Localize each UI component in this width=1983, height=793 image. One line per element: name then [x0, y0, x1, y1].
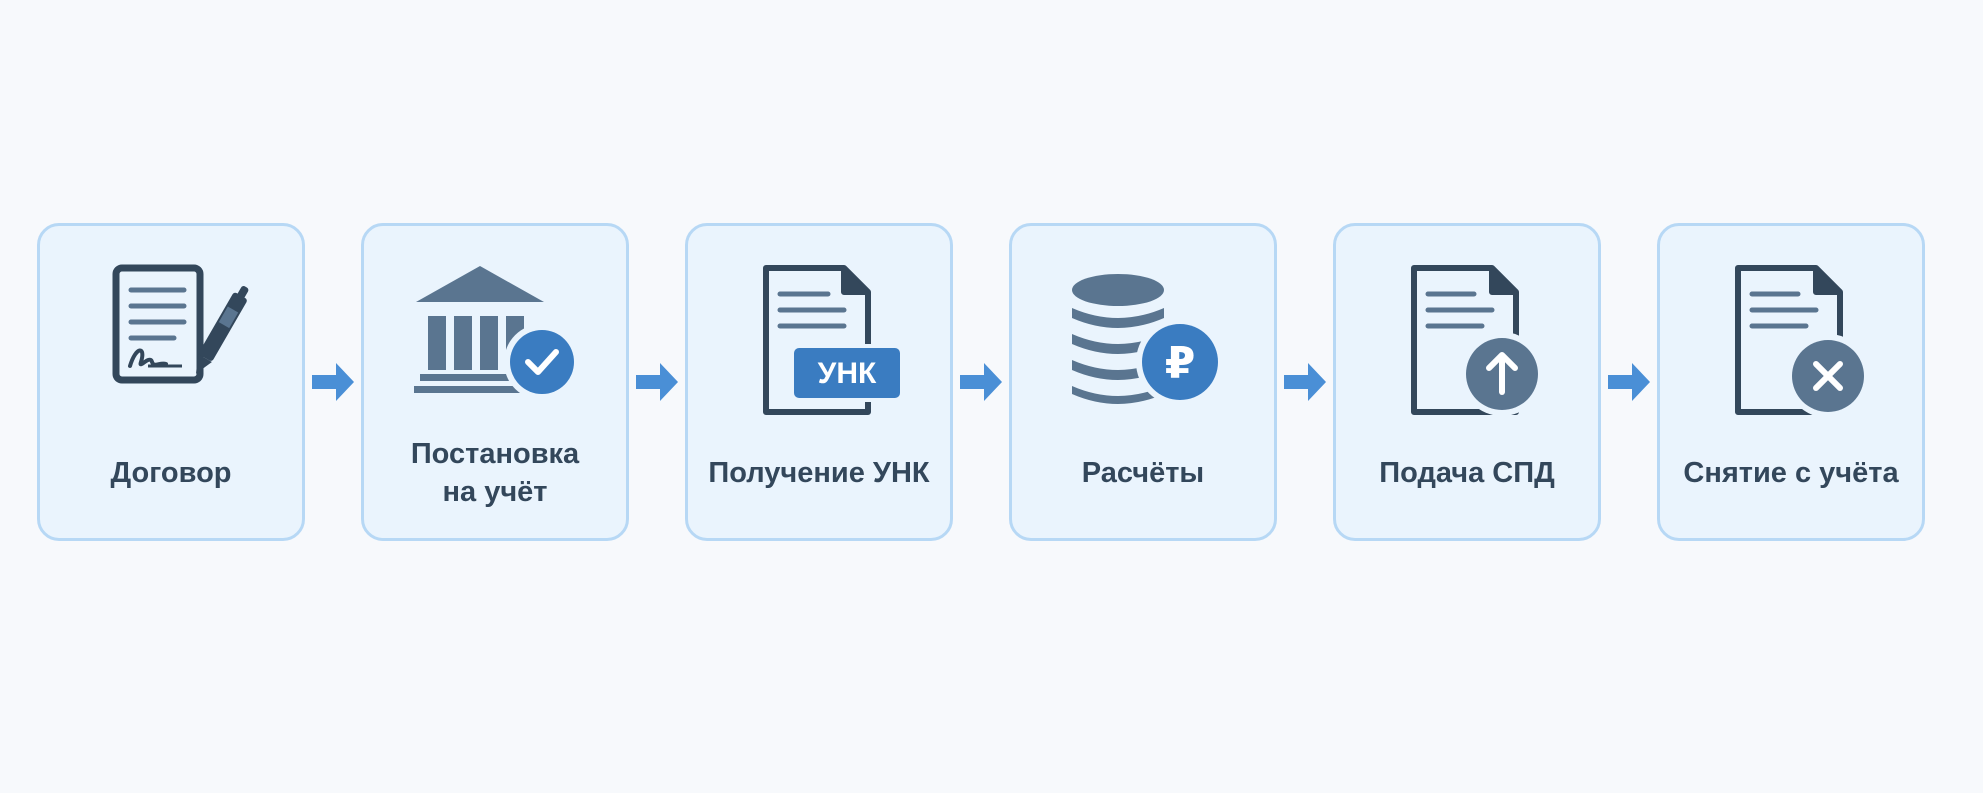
- coins-ruble-icon: ₽: [1058, 262, 1228, 422]
- unk-document-icon: УНК: [734, 262, 904, 422]
- document-upload-icon: [1382, 262, 1552, 422]
- document-cancel-icon: [1706, 262, 1876, 422]
- step-card-contract: Договор: [37, 223, 305, 541]
- arrow-right-icon: [303, 352, 363, 412]
- step-card-deregistration: Снятие с учёта: [1657, 223, 1925, 541]
- contract-signing-icon: [86, 262, 256, 422]
- ruble-symbol: ₽: [1165, 338, 1196, 389]
- step-card-settlements: ₽ Расчёты: [1009, 223, 1277, 541]
- step-card-unk: УНК Получение УНК: [685, 223, 953, 541]
- arrow-right-icon: [1599, 352, 1659, 412]
- step-label-spd: Подача СПД: [1379, 457, 1555, 489]
- step-card-registration: Постановка на учёт: [361, 223, 629, 541]
- bank-registration-icon: [410, 262, 580, 422]
- step-label-contract: Договор: [110, 457, 232, 489]
- step-label-registration: Постановка на учёт: [410, 438, 580, 508]
- step-label-settlements: Расчёты: [1081, 457, 1205, 489]
- step-label-unk: Получение УНК: [708, 457, 930, 489]
- step-label-deregistration: Снятие с учёта: [1683, 457, 1899, 489]
- arrow-right-icon: [951, 352, 1011, 412]
- step-card-spd: Подача СПД: [1333, 223, 1601, 541]
- unk-badge-text: УНК: [818, 357, 877, 390]
- process-flow: Договор Постановка: [37, 223, 1925, 541]
- arrow-right-icon: [627, 352, 687, 412]
- arrow-right-icon: [1275, 352, 1335, 412]
